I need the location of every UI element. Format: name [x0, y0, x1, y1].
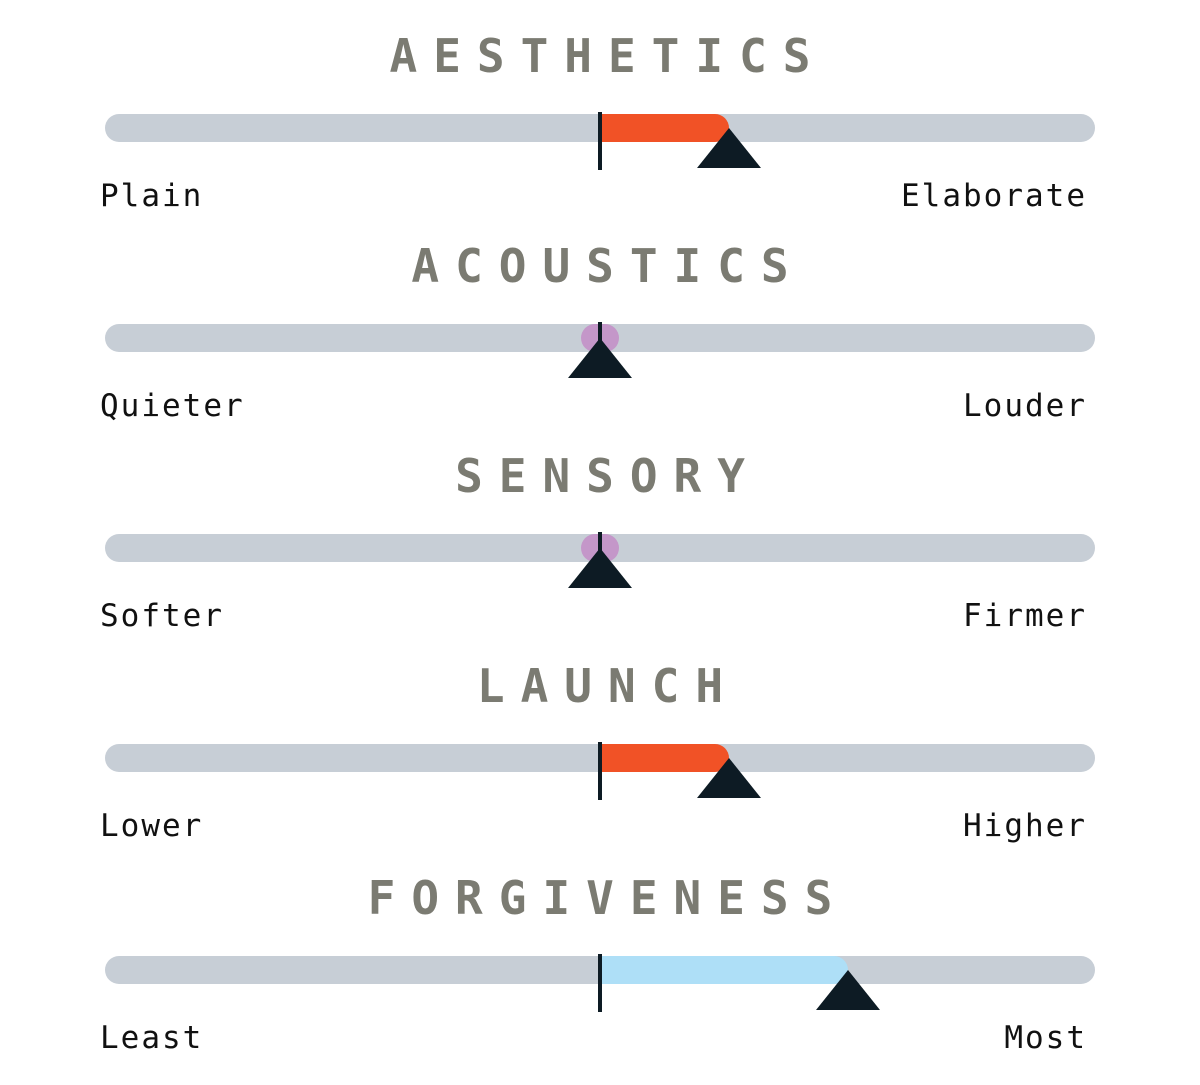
slider-handle[interactable] [696, 128, 761, 168]
slider-min-label: Lower [100, 808, 204, 844]
slider-center-line [598, 112, 602, 170]
slider-title: SENSORY [455, 449, 761, 503]
slider-max-label: Higher [963, 808, 1087, 844]
slider-forgiveness: FORGIVENESS Least Most [0, 842, 1200, 1056]
slider-title: ACOUSTICS [411, 239, 805, 293]
slider-min-label: Least [100, 1020, 204, 1056]
slider-max-label: Elaborate [901, 178, 1087, 214]
slider-center-line [598, 954, 602, 1012]
slider-launch: LAUNCH Lower Higher [0, 630, 1200, 844]
slider-title: LAUNCH [476, 659, 740, 713]
slider-min-label: Softer [100, 598, 224, 634]
slider-handle[interactable] [568, 338, 632, 378]
slider-min-label: Quieter [100, 388, 245, 424]
slider-title: FORGIVENESS [367, 871, 849, 925]
slider-max-label: Firmer [963, 598, 1087, 634]
slider-handle[interactable] [815, 970, 880, 1010]
slider-handle[interactable] [568, 548, 632, 588]
slider-center-line [598, 742, 602, 800]
slider-aesthetics: AESTHETICS Plain Elaborate [0, 0, 1200, 214]
slider-handle[interactable] [696, 758, 761, 798]
slider-acoustics: ACOUSTICS Quieter Louder [0, 210, 1200, 424]
slider-max-label: Louder [963, 388, 1087, 424]
slider-max-label: Most [1004, 1020, 1087, 1056]
slider-sensory: SENSORY Softer Firmer [0, 420, 1200, 634]
slider-fill [600, 956, 848, 984]
slider-min-label: Plain [100, 178, 204, 214]
slider-title: AESTHETICS [389, 29, 827, 83]
